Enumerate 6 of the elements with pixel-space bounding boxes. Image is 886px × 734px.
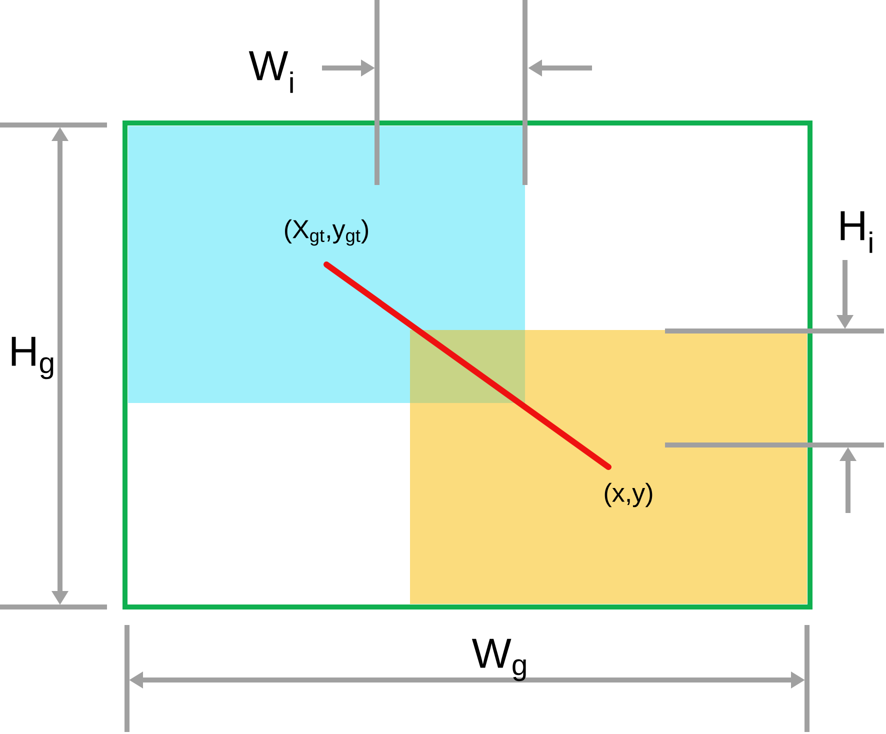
ground-truth-box: (X$_{gt}$,y$_{gt}$) bbox=[128, 126, 525, 403]
dimension-label: H$_{i}$ bbox=[840, 211, 872, 253]
connecting-line bbox=[324, 262, 612, 470]
bounding-box bbox=[122, 120, 812, 610]
dimension-label: H$_{g}$ bbox=[12, 336, 54, 380]
predicted-box: (x,y) bbox=[410, 330, 807, 604]
